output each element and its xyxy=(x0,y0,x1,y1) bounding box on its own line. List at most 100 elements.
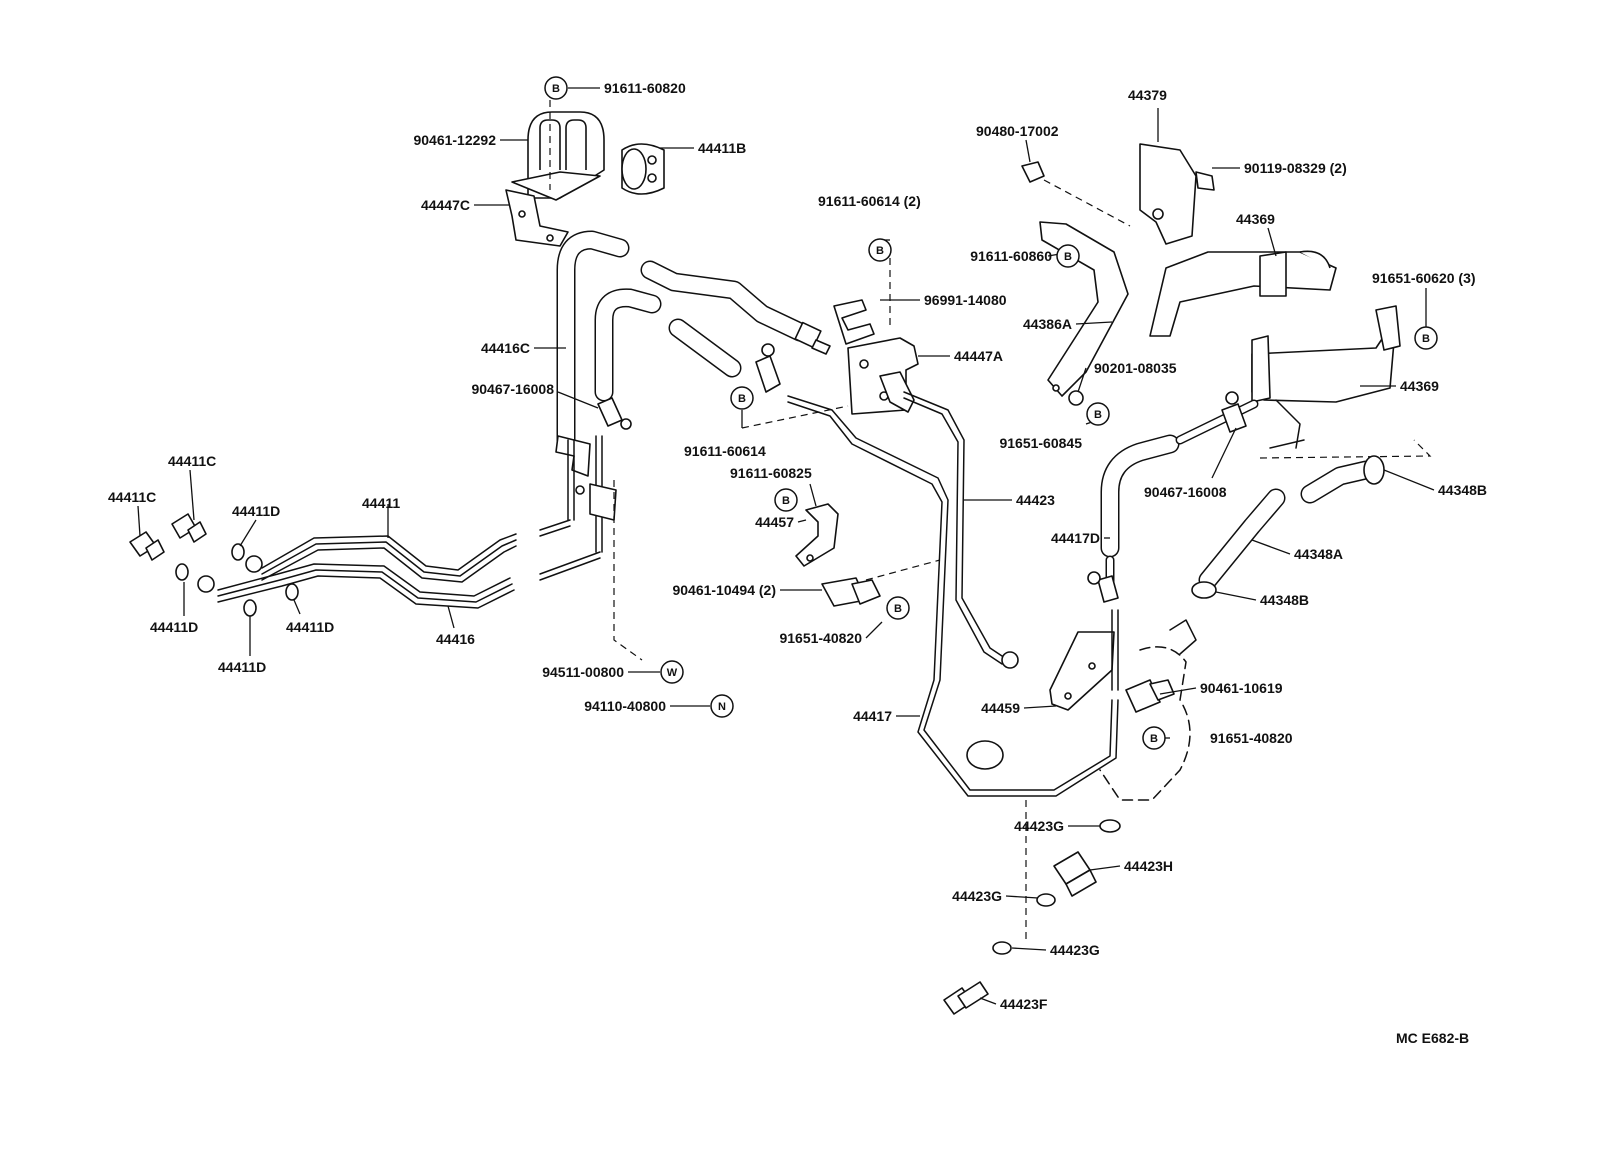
clamp-mid xyxy=(755,343,781,393)
callout-44369-upper: 44369 xyxy=(1236,211,1275,227)
callout-96991-14080: 96991-14080 xyxy=(924,292,1007,308)
dashed-clamp-mid xyxy=(865,559,941,581)
callout-91611-60825: 91611-60825 xyxy=(730,465,812,481)
callout-44423g-a: 44423G xyxy=(1014,818,1064,834)
callout-91651-40820-right: 91651-40820 xyxy=(1210,730,1293,746)
sensor-44423h xyxy=(1053,851,1097,897)
svg-text:B: B xyxy=(894,603,902,615)
callout-44447c: 44447C xyxy=(421,197,470,213)
callout-90461-10619: 90461-10619 xyxy=(1200,680,1283,696)
tube-bracket xyxy=(555,435,617,553)
callout-44457: 44457 xyxy=(755,514,794,530)
callout-90201-08035: 90201-08035 xyxy=(1094,360,1177,376)
callout-91611-60860: 91611-60860 xyxy=(970,248,1052,264)
callout-90467-16008-left: 90467-16008 xyxy=(471,381,554,397)
callout-91651-60620: 91651-60620 (3) xyxy=(1372,270,1476,286)
washers-44411d xyxy=(175,543,299,617)
callout-44411b: 44411B xyxy=(698,140,746,156)
bracket-44379 xyxy=(1139,143,1215,245)
callout-44411c-lower: 44411C xyxy=(108,489,156,505)
callout-44411: 44411 xyxy=(362,495,400,511)
band-44369-lower xyxy=(1251,305,1401,449)
callout-94511-00800: 94511-00800 xyxy=(542,664,624,680)
bolt-right xyxy=(1087,571,1119,603)
valve-body xyxy=(966,619,1197,801)
callout-44379: 44379 xyxy=(1128,87,1167,103)
clip-96991-14080 xyxy=(833,299,875,345)
symbol-b-91651-60620: B xyxy=(1414,326,1438,350)
svg-text:W: W xyxy=(667,667,678,679)
symbol-w-94511-00800: W xyxy=(660,660,684,684)
svg-text:B: B xyxy=(1064,251,1072,263)
callout-44348b-lower: 44348B xyxy=(1260,592,1309,608)
clamp-90461-10494 xyxy=(821,577,881,607)
band-44369-upper xyxy=(1149,250,1337,337)
svg-text:N: N xyxy=(718,701,726,713)
svg-text:B: B xyxy=(782,495,790,507)
callout-44416c: 44416C xyxy=(481,340,530,356)
callout-94110-40800: 94110-40800 xyxy=(584,698,666,714)
callout-91651-60845: 91651-60845 xyxy=(999,435,1082,451)
callout-44417: 44417 xyxy=(853,708,892,724)
bracket-44447a xyxy=(847,337,919,415)
pipe-44423 xyxy=(787,391,1119,797)
callout-91611-60614-2: 91611-60614 (2) xyxy=(818,193,921,209)
union-44423g-c xyxy=(992,941,1012,955)
bracket-44457 xyxy=(795,503,839,567)
svg-text:B: B xyxy=(876,245,884,257)
callout-44386a: 44386A xyxy=(1023,316,1072,332)
fitting-44411c-b xyxy=(171,513,207,543)
symbol-n-94110-40800: N xyxy=(710,694,734,718)
callout-44423g-b: 44423G xyxy=(952,888,1002,904)
callout-44348b-upper: 44348B xyxy=(1438,482,1487,498)
dashed-44379 xyxy=(1043,179,1131,227)
symbol-b-91651-40820-mid: B xyxy=(886,596,910,620)
svg-text:B: B xyxy=(1422,333,1430,345)
hose-44416c xyxy=(556,230,831,450)
cushion-44411b xyxy=(621,143,665,195)
symbol-b-91651-60845: B xyxy=(1086,402,1110,426)
union-44423g-a xyxy=(1099,819,1121,833)
hose-44348a xyxy=(1191,455,1385,599)
callout-90461-10494: 90461-10494 (2) xyxy=(672,582,776,598)
callout-44417d: 44417D xyxy=(1051,530,1100,546)
callout-90467-16008-right: 90467-16008 xyxy=(1144,484,1227,500)
bracket-44447c xyxy=(505,189,569,247)
dashed-bolt-mid xyxy=(741,246,891,429)
callout-44459: 44459 xyxy=(981,700,1020,716)
symbol-b-91611-60860: B xyxy=(1056,244,1080,268)
callout-44423g-c: 44423G xyxy=(1050,942,1100,958)
svg-text:B: B xyxy=(1150,733,1158,745)
leader-lines xyxy=(137,87,1435,1005)
callout-90119-08329: 90119-08329 (2) xyxy=(1244,160,1347,176)
symbol-b-91611-60614-2: B xyxy=(868,238,892,262)
callout-44369-lower: 44369 xyxy=(1400,378,1439,394)
svg-text:B: B xyxy=(552,83,560,95)
clamp-90461-12292 xyxy=(511,111,605,201)
callout-44423h: 44423H xyxy=(1124,858,1173,874)
fitting-44411c-a xyxy=(129,531,165,561)
callout-44423f: 44423F xyxy=(1000,996,1048,1012)
callout-44411d-a: 44411D xyxy=(232,503,280,519)
svg-text:B: B xyxy=(738,393,746,405)
bracket-44459 xyxy=(1049,609,1119,711)
symbol-b-91611-60825: B xyxy=(774,488,798,512)
clamp-90467-16008-left xyxy=(597,397,632,430)
dashed-ground-line xyxy=(613,480,643,661)
tubes-44411-44416 xyxy=(217,519,601,609)
callout-44411c-upper: 44411C xyxy=(168,453,216,469)
callout-91611-60614: 91611-60614 xyxy=(684,443,766,459)
callout-91611-60820: 91611-60820 xyxy=(604,80,686,96)
svg-text:B: B xyxy=(1094,409,1102,421)
clamp-90461-10619 xyxy=(1125,679,1175,713)
washer-90201-08035 xyxy=(1068,390,1084,406)
callout-44411d-c: 44411D xyxy=(286,619,334,635)
nut-90480-17002 xyxy=(1021,161,1045,183)
callout-44416: 44416 xyxy=(436,631,475,647)
symbol-b-91611-60820: B xyxy=(544,76,568,100)
dashed-band xyxy=(1259,439,1432,459)
figure-code: MC E682-B xyxy=(1396,1030,1469,1046)
callout-44423: 44423 xyxy=(1016,492,1055,508)
symbol-b-91651-40820-right: B xyxy=(1142,726,1166,750)
